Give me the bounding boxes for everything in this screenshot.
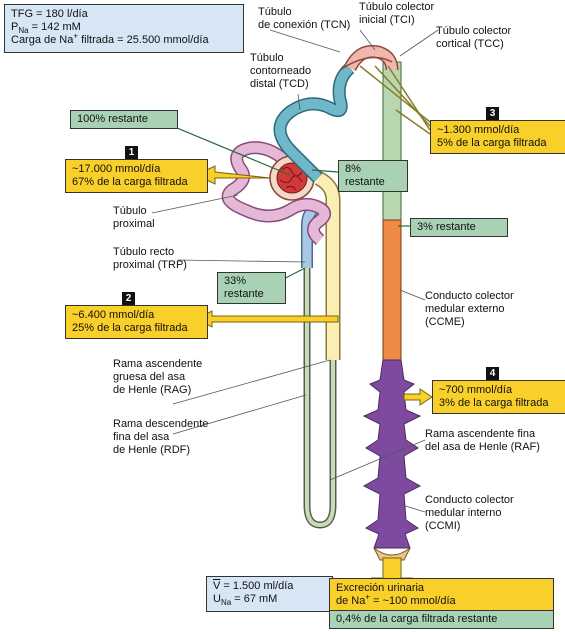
callout-2-number: 2 — [122, 292, 135, 305]
arrow-2 — [194, 310, 339, 328]
callout-2: ~6.400 mmol/día 25% de la carga filtrada — [65, 305, 208, 339]
label-lines — [151, 29, 439, 513]
pna-text: PNa = 142 mM — [11, 21, 81, 36]
proximal-convoluted-tubule-fill — [223, 142, 330, 244]
carga-text: Carga de Na+ filtrada = 25.500 mmol/día — [11, 31, 209, 46]
callout-4: ~700 mmol/día 3% de la carga filtrada — [432, 380, 565, 414]
callout-3: ~1.300 mmol/día 5% de la carga filtrada — [430, 120, 565, 154]
tfg-text: TFG = 180 l/día — [11, 8, 88, 20]
urine-box: V = 1.500 ml/día UNa = 67 mM — [206, 576, 333, 612]
glomerulus-loops — [279, 166, 303, 191]
label-ccme: Conducto colector medular externo (CCME) — [425, 290, 514, 328]
outer-medullary-collecting-duct — [382, 219, 402, 361]
remaining-8: 8% restante — [338, 160, 408, 192]
label-tcn: Túbulo de conexión (TCN) — [258, 6, 351, 31]
label-tcd: Túbulo contorneado distal (TCD) — [250, 52, 312, 90]
remaining-33: 33% restante — [217, 272, 286, 304]
excretion-box: Excreción urinaria de Na+ = ~100 mmol/dí… — [329, 578, 554, 629]
connecting-tubule-fill — [345, 46, 397, 71]
leader-lines — [359, 65, 431, 135]
callout-1: ~17.000 mmol/día 67% de la carga filtrad… — [65, 159, 208, 193]
callout-1-number: 1 — [125, 146, 138, 159]
arrow-4 — [403, 388, 433, 406]
callout-4-number: 4 — [486, 367, 499, 380]
remaining-100: 100% restante — [70, 110, 178, 129]
thick-ascending-limb-fill — [315, 172, 339, 360]
label-raf: Rama ascendente fina del asa de Henle (R… — [425, 428, 540, 453]
urine-flow: V = 1.500 ml/día — [213, 580, 294, 592]
thin-descending-limb-fill — [305, 268, 335, 528]
label-rag: Rama ascendente gruesa del asa de Henle … — [113, 358, 203, 396]
distal-convoluted-tubule-fill — [275, 64, 354, 182]
remaining-3: 3% restante — [410, 218, 508, 237]
label-proximal: Túbulo proximal — [113, 205, 155, 230]
label-ccmi: Conducto colector medular interno (CCMI) — [425, 494, 514, 532]
label-trp: Túbulo recto proximal (TRP) — [113, 246, 187, 271]
label-rdf: Rama descendente fina del asa de Henle (… — [113, 418, 209, 456]
duct-bottom — [373, 547, 411, 561]
label-tcc: Túbulo colector cortical (TCC) — [436, 25, 512, 50]
excretion-remaining: 0,4% de la carga filtrada restante — [330, 610, 553, 628]
callout-3-number: 3 — [486, 107, 499, 120]
summary-box: TFG = 180 l/día PNa = 142 mM Carga de Na… — [4, 4, 244, 53]
urine-una: UNa = 67 mM — [213, 593, 278, 608]
initial-collecting-tubule — [339, 56, 393, 71]
label-tci: Túbulo colector inicial (TCI) — [359, 1, 435, 26]
